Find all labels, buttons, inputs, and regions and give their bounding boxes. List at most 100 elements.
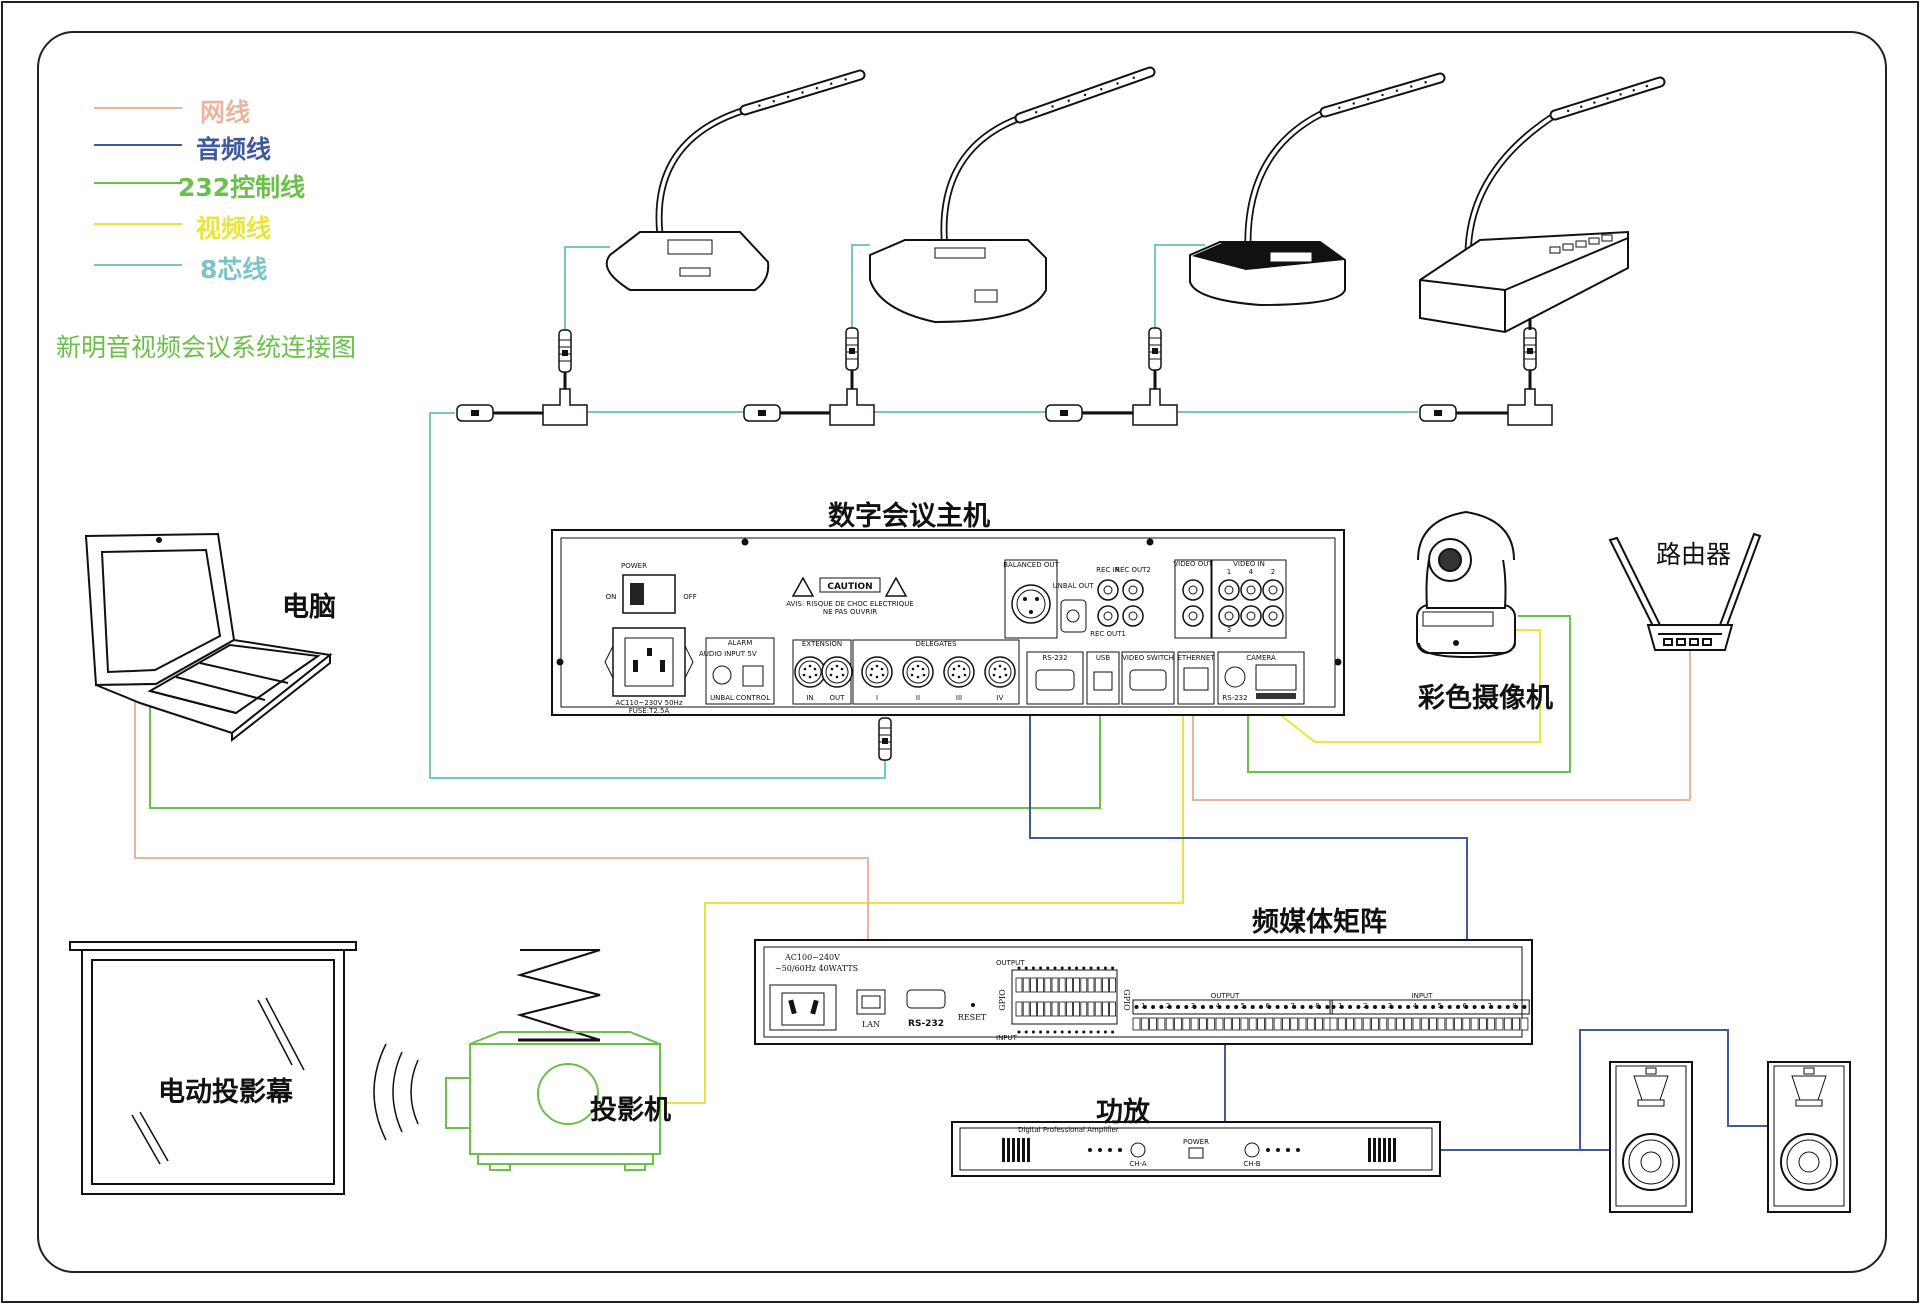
host-delegates-label: DELEGATES [916, 640, 958, 648]
matrix-gpio-input-label: INPUT [996, 1034, 1018, 1042]
host-alarm-label: ALARM [728, 639, 753, 647]
matrix-title: 频媒体矩阵 [1252, 907, 1387, 938]
cable-router-network [1192, 650, 1691, 801]
host-power-label: POWER [621, 562, 647, 570]
terminal-channel-num: 2 [1363, 1002, 1367, 1010]
cable-computer-lan [134, 700, 869, 988]
terminal-channel-num: 5 [1438, 1002, 1442, 1010]
host-camera-rs232-label: RS-232 [1222, 694, 1247, 702]
legend-label-audio: 音频线 [196, 135, 272, 164]
host-camera-label: CAMERA [1246, 654, 1276, 662]
host-balanced-out-label: BALANCED OUT [1003, 561, 1059, 569]
amp-chb-label: CH-B [1243, 1160, 1260, 1168]
host-extension-label: EXTENSION [802, 640, 842, 648]
screen-label: 电动投影幕 [158, 1077, 293, 1108]
terminal-channel-num: 6 [1463, 1002, 1468, 1010]
cable-mic3-drop [1154, 244, 1205, 340]
matrix-gpio-left: GPIO [998, 989, 1007, 1011]
host-usb-label: USB [1096, 654, 1111, 662]
projector-label: 投影机 [590, 1095, 671, 1126]
cables [134, 244, 1770, 1151]
host-del-1: I [876, 694, 878, 702]
cable-mic2-drop [851, 244, 870, 340]
host-del-2: II [916, 694, 920, 702]
speakers [1609, 1061, 1851, 1213]
terminal-channel-num: 3 [1191, 1002, 1195, 1010]
matrix-ac-label: AC100~240V [784, 953, 840, 962]
host-rec-out2-label: REC OUT2 [1115, 566, 1151, 574]
terminal-channel-num: 1 [1141, 1002, 1145, 1010]
host-control-label: CONTROL [736, 694, 770, 702]
host-off-label: OFF [683, 593, 697, 601]
host-video-in-label: VIDEO IN [1233, 560, 1265, 568]
terminal-channel-num: 7 [1487, 1002, 1491, 1010]
host-ac-label: AC110~230V 50Hz [616, 699, 683, 707]
host-caution-sub1: AVIS: RISQUE DE CHOC ELECTRIQUE [786, 600, 914, 608]
legend-label-eight-core: 8芯线 [200, 255, 268, 284]
legend-label-video: 视频线 [196, 214, 272, 243]
cable-mic1-drop [564, 246, 610, 340]
camera-icon [1416, 510, 1516, 659]
host-on-label: ON [606, 593, 617, 601]
host-video-out-label: VIDEO OUT [1173, 560, 1213, 568]
computer-label: 电脑 [282, 592, 336, 623]
host-rec-in-label: REC IN [1096, 566, 1120, 574]
inner-frame [37, 31, 1887, 1273]
laptop-icon [84, 532, 333, 743]
host-fuse-label: FUSE:T2.5A [629, 707, 670, 715]
conference-host: POWER ON OFF AC110~230V 50Hz FUSE:T2.5A … [551, 529, 1345, 716]
terminal-channel-num: 8 [1512, 1002, 1516, 1010]
terminal-channel-num: 1 [1338, 1002, 1342, 1010]
host-caution-sub2: NE PAS OUVRIR [823, 608, 877, 616]
matrix-hz-label: ~50/60Hz 40WATTS [775, 964, 858, 973]
matrix-rs232-label: RS-232 [908, 1019, 944, 1029]
terminal-channel-num: 5 [1241, 1002, 1245, 1010]
microphones [605, 66, 1666, 334]
cable-computer-usb [149, 690, 1101, 809]
cable-camera-control [1247, 615, 1571, 773]
projection-screen [69, 941, 357, 1195]
legend-label-rs232: 232控制线 [178, 173, 306, 202]
cable-amp-speakers [1440, 1029, 1770, 1151]
router-label: 路由器 [1656, 540, 1732, 569]
host-del-3: III [956, 694, 962, 702]
host-caution-label: CAUTION [827, 582, 872, 592]
terminal-channel-num: 4 [1216, 1002, 1221, 1010]
host-unbal-out-label: UNBAL OUT [1053, 582, 1095, 590]
terminal-channel-num: 7 [1290, 1002, 1294, 1010]
matrix-output-label: OUTPUT [1211, 992, 1240, 1000]
host-ext-in: IN [806, 694, 813, 702]
amp-power-label: POWER [1183, 1138, 1209, 1146]
cable-host-matrix-audio [1029, 610, 1468, 1008]
host-title: 数字会议主机 [828, 501, 990, 532]
legend-label-network: 网线 [200, 98, 251, 127]
mic-base-2 [869, 239, 1047, 324]
matrix-input-label: INPUT [1412, 992, 1434, 1000]
host-rec-out1-label: REC OUT1 [1090, 630, 1126, 638]
mic-base-1 [605, 231, 770, 291]
matrix-reset-label: RESET [958, 1013, 987, 1022]
host-audio-input-label: AUDIO INPUT [699, 650, 746, 658]
t-connectors [456, 318, 1553, 761]
host-ethernet-label: ETHERNET [1177, 654, 1215, 662]
host-ext-out: OUT [830, 694, 846, 702]
terminal-channel-num: 6 [1266, 1002, 1271, 1010]
host-video-in-num: 2 [1271, 568, 1275, 576]
terminal-channel-num: 8 [1315, 1002, 1319, 1010]
camera-label: 彩色摄像机 [1418, 683, 1553, 714]
cable-projector-video [665, 640, 1184, 1104]
host-video-in-num: 1 [1227, 568, 1231, 576]
matrix-gpio-output-label: OUTPUT [996, 959, 1025, 967]
host-rs232-label: RS-232 [1042, 654, 1067, 662]
matrix-gpio-right: GPIO [1122, 989, 1131, 1011]
router-icon [1608, 532, 1762, 651]
media-matrix: AC100~240V ~50/60Hz 40WATTS LAN RS-232 R… [754, 939, 1533, 1045]
host-video-in-num: 4 [1249, 568, 1254, 576]
terminal-channel-num: 2 [1166, 1002, 1170, 1010]
host-unbal-label: UNBAL [710, 694, 734, 702]
terminal-channel-num: 4 [1413, 1002, 1418, 1010]
host-del-4: IV [997, 694, 1004, 702]
